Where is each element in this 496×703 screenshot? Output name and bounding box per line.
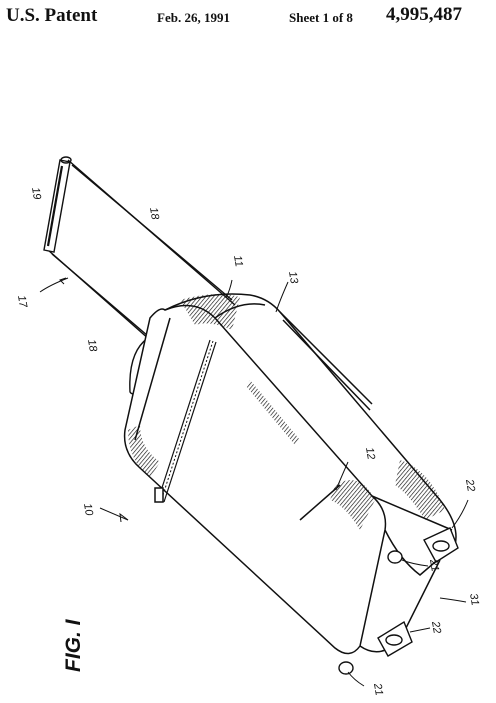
patent-office: U.S. Patent xyxy=(6,5,98,26)
label-12: 12 xyxy=(363,446,377,460)
label-11: 11 xyxy=(231,254,245,267)
shading xyxy=(128,294,445,530)
label-10: 10 xyxy=(81,502,95,517)
luggage-case xyxy=(123,293,457,655)
sheet-number: Sheet 1 of 8 xyxy=(289,10,353,25)
label-31: 31 xyxy=(467,592,481,606)
label-17: 17 xyxy=(15,294,29,309)
label-18-upper: 18 xyxy=(147,206,161,221)
wheels xyxy=(338,527,459,675)
label-19: 19 xyxy=(29,186,43,200)
patent-date: Feb. 26, 1991 xyxy=(157,10,230,25)
label-21-lower: 21 xyxy=(371,681,385,696)
label-21-upper: 21 xyxy=(427,557,441,572)
patent-header: U.S. Patent Feb. 26, 1991 Sheet 1 of 8 4… xyxy=(0,0,496,40)
figure-title: FIG. I xyxy=(62,618,85,672)
label-22-upper: 22 xyxy=(463,477,477,492)
leader-lines xyxy=(39,277,469,687)
label-13: 13 xyxy=(286,270,300,285)
label-18-lower: 18 xyxy=(85,338,99,353)
pull-handle xyxy=(43,156,236,395)
label-22-lower: 22 xyxy=(429,619,443,634)
patent-number: 4,995,487 xyxy=(386,4,462,25)
reference-numerals: 19 18 11 13 17 18 12 10 22 21 31 22 21 F… xyxy=(15,186,481,696)
